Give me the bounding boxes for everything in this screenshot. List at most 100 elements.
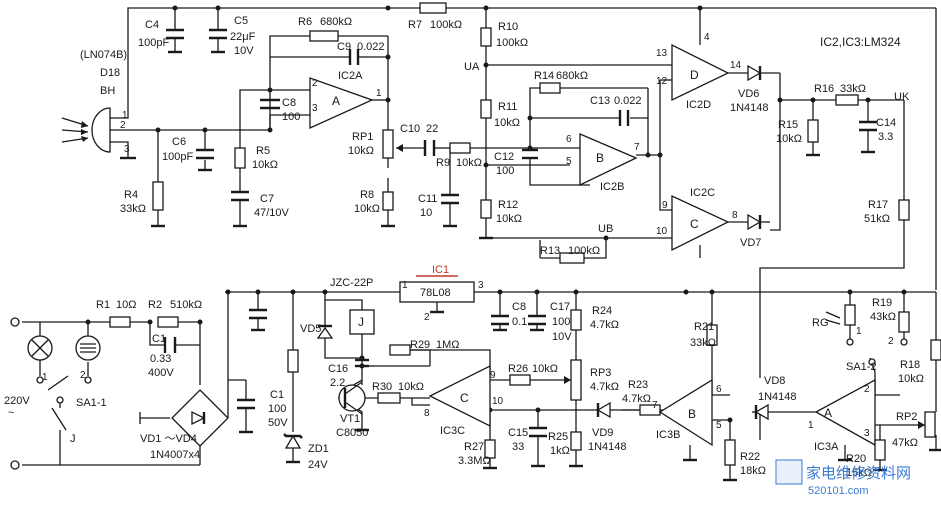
ic3a-pin3: 3 — [864, 428, 870, 439]
watermark-url: 520101.com — [808, 485, 869, 497]
c12-val: 100 — [496, 165, 514, 177]
ic2a-pin2: 2 — [312, 78, 318, 89]
r11-ref: R11 — [498, 101, 517, 113]
r23-val: 4.7kΩ — [622, 393, 651, 405]
r14-val: 680kΩ — [556, 70, 588, 82]
ic2c-body: C — [690, 217, 699, 231]
sa1-1-p1: 1 — [42, 372, 48, 383]
vt1-ref: VT1 — [340, 413, 360, 425]
rp1-ref: RP1 — [352, 131, 373, 143]
c17-val2: 10V — [552, 331, 572, 343]
vd8-val: 1N4148 — [758, 391, 797, 403]
c15-ref: C15 — [508, 427, 528, 439]
r18-val: 10kΩ — [898, 373, 924, 385]
r22-ref: R22 — [740, 451, 760, 463]
upper-wires — [127, 7, 937, 378]
r21-ref: R21 — [694, 321, 714, 333]
rp2-val: 47kΩ — [892, 437, 918, 449]
r30-val: 10kΩ — [398, 381, 424, 393]
ua-label: UA — [464, 61, 480, 73]
r7-val: 100kΩ — [430, 19, 462, 31]
rp2-ref: RP2 — [896, 411, 917, 423]
power-section — [237, 275, 546, 464]
c8-ref: C8 — [282, 97, 296, 109]
c8-val: 100 — [282, 111, 300, 123]
sensor-ref: D18 — [100, 67, 120, 79]
r12-val: 10kΩ — [496, 213, 522, 225]
sa1-1-p2: 2 — [80, 370, 86, 381]
c6-val: 100pF — [162, 151, 193, 163]
c5-val1: 22μF — [230, 31, 256, 43]
r17-ref: R17 — [868, 199, 888, 211]
ic2d-pin12: 12 — [656, 76, 668, 87]
vd9-ref: VD9 — [592, 427, 613, 439]
bridge-ref: VD1 ～VD4 — [140, 433, 197, 445]
resistor-symbols — [152, 2, 910, 264]
vd6-ref: VD6 — [738, 88, 759, 100]
r15-ref: R15 — [778, 119, 798, 131]
ic2d-pin13: 13 — [656, 48, 668, 59]
ic3b-pin7: 7 — [652, 400, 658, 411]
r9-ref: R9 — [436, 157, 450, 169]
ic3b-ref: IC3B — [656, 429, 680, 441]
ic3a-pin2: 2 — [864, 384, 870, 395]
c14-ref: C14 — [876, 117, 896, 129]
relay-coil-j: J — [358, 315, 364, 329]
ic2a-pin3: 3 — [312, 103, 318, 114]
ub-label: UB — [598, 223, 613, 235]
mains-tilde: ~ — [8, 407, 14, 419]
ic2d-pin4: 4 — [704, 32, 710, 43]
c10-val: 22 — [426, 123, 438, 135]
c8b-ref: C8 — [512, 301, 526, 313]
ic2c-ref: IC2C — [690, 187, 715, 199]
r13-ref: R13 — [540, 245, 560, 257]
c8b-val: 0.1 — [512, 316, 527, 328]
ic2c-pin9: 9 — [662, 200, 668, 211]
c12-ref: C12 — [494, 151, 514, 163]
ic2b-pin6: 6 — [566, 134, 572, 145]
c1a-val2: 400V — [148, 367, 174, 379]
capacitor-symbols — [151, 28, 877, 240]
vd5-ref: VD5 — [300, 323, 321, 335]
c14-val: 3.3 — [878, 131, 893, 143]
c13-val: 0.022 — [614, 95, 642, 107]
ic2b-body: B — [596, 151, 604, 165]
ic-note: IC2,IC3:LM324 — [820, 35, 901, 49]
rp1-val: 10kΩ — [348, 145, 374, 157]
ic2a-ref: IC2A — [338, 70, 363, 82]
r18-ref: R18 — [900, 359, 920, 371]
r7-ref: R7 — [408, 19, 422, 31]
ic1-ref: IC1 — [432, 264, 449, 276]
rg-ref: RG — [812, 317, 829, 329]
vd6-val: 1N4148 — [730, 102, 769, 114]
r20-ref: R20 — [846, 453, 866, 465]
c1b-val2: 50V — [268, 417, 288, 429]
r19-ref: R19 — [872, 297, 892, 309]
r23-ref: R23 — [628, 379, 648, 391]
comparator-section — [658, 304, 941, 482]
vd9-val: 1N4148 — [588, 441, 627, 453]
ic3c-body: C — [460, 391, 469, 405]
zd1-ref: ZD1 — [308, 443, 329, 455]
r11-val: 10kΩ — [494, 117, 520, 129]
vd8-ref: VD8 — [764, 375, 785, 387]
sensor-pin1: 1 — [122, 110, 128, 121]
r24-val: 4.7kΩ — [590, 319, 619, 331]
ic1-pin1: 1 — [402, 280, 408, 291]
ic2b-pin7: 7 — [634, 142, 640, 153]
r26-val: 10kΩ — [532, 363, 558, 375]
ic3b-body: B — [688, 407, 696, 421]
c10-ref: C10 — [400, 123, 420, 135]
ic2b-pin5: 5 — [566, 156, 572, 167]
r25-ref: R25 — [548, 431, 568, 443]
ic3b-pin6: 6 — [716, 384, 722, 395]
r26-ref: R26 — [508, 363, 528, 375]
r8-val: 10kΩ — [354, 203, 380, 215]
ic3c-pin9: 9 — [490, 370, 496, 381]
r8-ref: R8 — [360, 189, 374, 201]
r10-val: 100kΩ — [496, 37, 528, 49]
uk-label: UK — [894, 91, 910, 103]
c11-val: 10 — [420, 207, 432, 219]
c4-ref: C4 — [145, 19, 159, 31]
ic3c-ref: IC3C — [440, 425, 465, 437]
